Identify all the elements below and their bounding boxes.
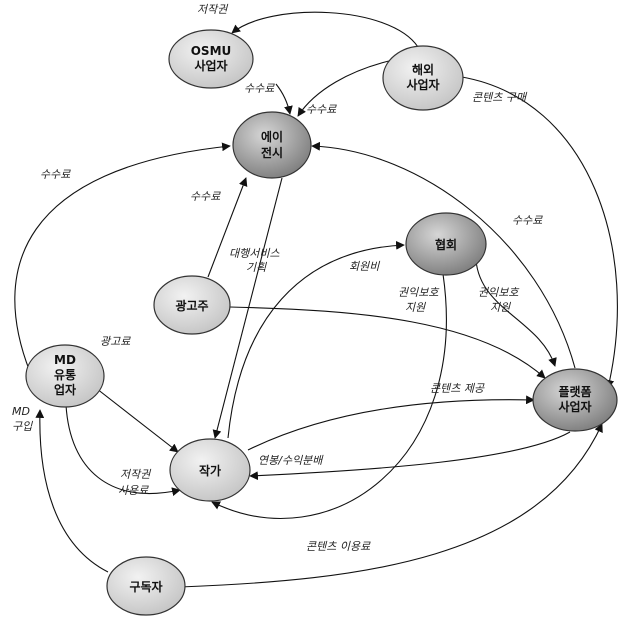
node-overseas-label-1: 해외 bbox=[412, 62, 434, 77]
node-platform-label-1: 플랫폼 bbox=[558, 384, 591, 399]
node-subscriber-label: 구독자 bbox=[129, 579, 162, 594]
node-md: MD 유통 업자 bbox=[25, 344, 105, 408]
label-rights-b-1: 권익보호 bbox=[478, 286, 519, 299]
edge-advertiser-to-platform bbox=[229, 306, 546, 379]
label-fee-osmu: 수수료 bbox=[244, 82, 275, 95]
edge-platform-to-agency bbox=[311, 141, 576, 369]
node-osmu-label-1: OSMU bbox=[191, 44, 232, 58]
node-association-label: 협회 bbox=[435, 237, 457, 252]
label-membership-fee: 회원비 bbox=[349, 260, 380, 273]
edge-md-to-writer-royalty bbox=[65, 404, 181, 496]
node-overseas-label-2: 사업자 bbox=[406, 77, 439, 92]
node-agency: 에이 전시 bbox=[232, 111, 312, 179]
node-subscriber: 구독자 bbox=[106, 556, 186, 616]
label-rights-a-2: 지원 bbox=[405, 301, 426, 314]
edge-overseas-to-osmu bbox=[231, 11, 419, 48]
label-content-purchase: 콘텐츠 구매 bbox=[472, 91, 528, 104]
node-osmu: OSMU 사업자 bbox=[168, 29, 254, 89]
edge-subscriber-to-md bbox=[35, 409, 109, 573]
edge-association-to-writer bbox=[211, 273, 447, 519]
label-rights-b-2: 지원 bbox=[490, 301, 511, 314]
node-md-label-1: MD bbox=[54, 353, 76, 367]
label-copyright-top: 저작권 bbox=[197, 3, 229, 16]
node-platform-label-2: 사업자 bbox=[558, 399, 591, 414]
node-overseas: 해외 사업자 bbox=[382, 45, 464, 111]
edge-md-to-agency bbox=[14, 142, 231, 373]
node-agency-label-2: 전시 bbox=[261, 145, 283, 160]
node-platform: 플랫폼 사업자 bbox=[532, 368, 618, 432]
edge-writer-to-association bbox=[227, 240, 405, 439]
label-fee-advertiser: 수수료 bbox=[190, 190, 221, 203]
label-fee-platform: 수수료 bbox=[512, 214, 543, 227]
edge-overseas-to-platform bbox=[461, 76, 618, 389]
label-fee-overseas: 수수료 bbox=[306, 103, 337, 116]
node-osmu-label-2: 사업자 bbox=[194, 58, 227, 73]
node-association: 협회 bbox=[405, 212, 487, 276]
label-content-usage: 콘텐츠 이용료 bbox=[306, 540, 371, 553]
edge-osmu-to-agency bbox=[275, 83, 293, 115]
edge-md-to-writer bbox=[91, 384, 179, 453]
node-md-label-2: 유통 bbox=[54, 367, 76, 382]
edge-subscriber-to-platform bbox=[179, 423, 603, 588]
label-content-provision: 콘텐츠 제공 bbox=[430, 382, 485, 395]
label-md-purchase-1: MD bbox=[12, 405, 30, 418]
edge-advertiser-to-agency bbox=[207, 177, 248, 278]
label-ad-fee: 광고료 bbox=[100, 335, 131, 348]
label-agency-service-2: 기획 bbox=[246, 261, 267, 274]
node-advertiser: 광고주 bbox=[153, 275, 231, 335]
label-royalty-1: 저작권 bbox=[120, 468, 152, 481]
edge-writer-to-platform bbox=[247, 395, 535, 451]
node-advertiser-label: 광고주 bbox=[175, 298, 208, 313]
label-md-purchase-2: 구입 bbox=[12, 420, 33, 433]
edge-overseas-to-agency bbox=[297, 59, 394, 117]
node-agency-label-1: 에이 bbox=[261, 129, 283, 144]
node-md-label-3: 업자 bbox=[54, 382, 76, 397]
edge-platform-to-writer bbox=[249, 431, 571, 481]
label-agency-service-1: 대행서비스 bbox=[229, 247, 280, 260]
label-rights-a-1: 권익보호 bbox=[398, 286, 439, 299]
label-fee-md: 수수료 bbox=[40, 168, 71, 181]
label-royalty-2: 사용료 bbox=[118, 484, 149, 497]
label-salary: 연봉/수익분배 bbox=[258, 454, 324, 467]
node-writer: 작가 bbox=[169, 438, 251, 502]
edge-association-to-platform bbox=[475, 259, 557, 367]
node-writer-label: 작가 bbox=[199, 463, 221, 478]
